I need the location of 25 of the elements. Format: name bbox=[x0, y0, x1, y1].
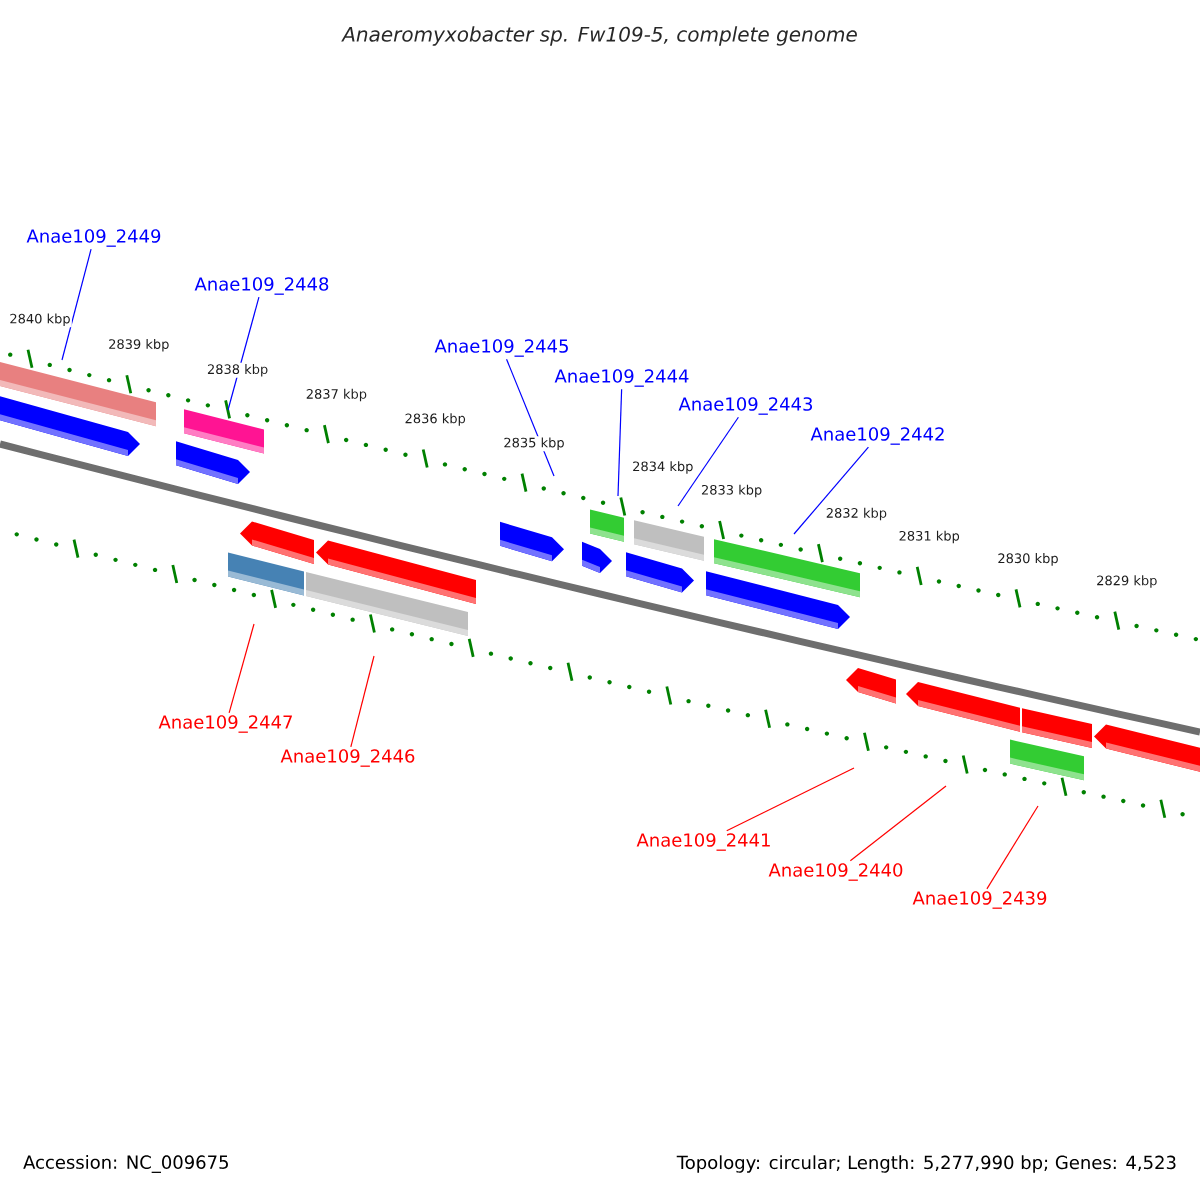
leader-line bbox=[228, 623, 255, 714]
leader-line bbox=[505, 358, 555, 477]
gene-label: Anae109_2447 bbox=[158, 715, 292, 733]
leader-line bbox=[677, 416, 739, 507]
footer-text: Accession: NC_009675 bbox=[23, 1155, 228, 1173]
gene-label: Anae109_2448 bbox=[194, 277, 329, 295]
gene-label: Anae109_2445 bbox=[434, 339, 568, 357]
gene-label: Anae109_2443 bbox=[678, 397, 813, 415]
leader-line bbox=[227, 296, 260, 411]
leader-line bbox=[61, 248, 92, 361]
gene-label: Anae109_2440 bbox=[768, 863, 903, 881]
title: Anaeromyxobacter sp. Fw109-5, complete genome bbox=[341, 26, 857, 46]
leader-line bbox=[726, 767, 855, 832]
gene-label: Anae109_2439 bbox=[912, 891, 1047, 909]
gene-label: Anae109_2446 bbox=[280, 749, 415, 767]
leader-line bbox=[849, 785, 947, 862]
gene-label: Anae109_2449 bbox=[26, 229, 161, 247]
gene-label: Anae109_2442 bbox=[810, 427, 944, 445]
gene-label: Anae109_2444 bbox=[554, 369, 689, 387]
leader-line bbox=[350, 655, 375, 748]
footer-text: Topology: circular; Length: 5,277,990 bp; Genes: 4,523 bbox=[676, 1155, 1176, 1173]
gene-label: Anae109_2441 bbox=[636, 833, 770, 851]
leader-line bbox=[617, 388, 623, 497]
leader-line bbox=[986, 805, 1039, 890]
leader-line bbox=[793, 446, 869, 535]
